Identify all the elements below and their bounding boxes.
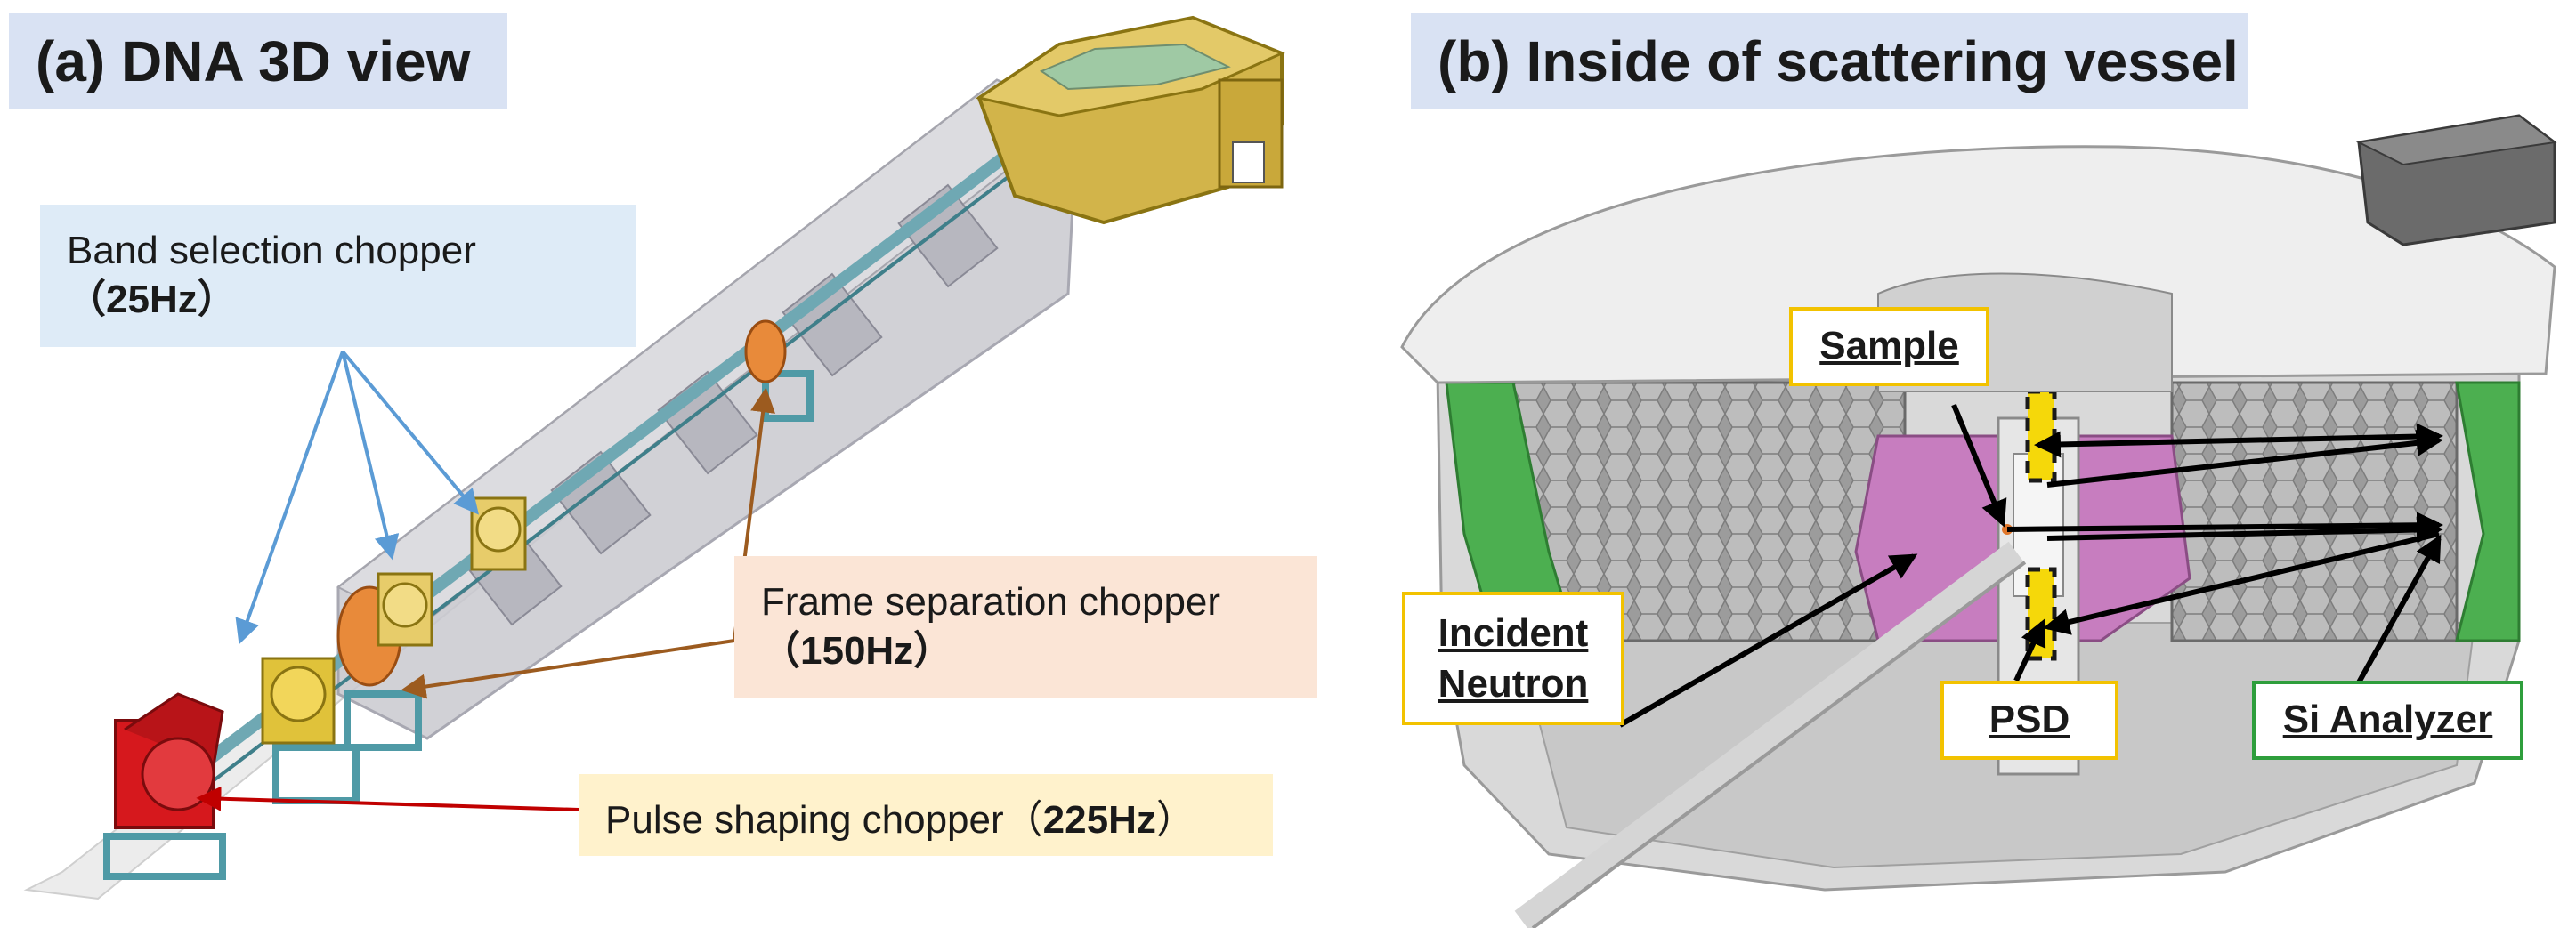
scatter-arrow [2034, 423, 2443, 458]
frame-chopper-name: Frame separation chopper [761, 580, 1221, 624]
guide-segment [897, 183, 999, 288]
frame-chopper-arrow-1 [401, 639, 735, 699]
band-chopper-2-drawing [377, 572, 433, 647]
sample-arrow [1951, 403, 2007, 528]
incident-beam-pipe [1514, 541, 2024, 928]
sample-label: Sample [1789, 307, 1989, 386]
frame-chopper-freq: （150Hz） [761, 629, 953, 673]
band-chopper-label: Band selection chopper （25Hz） [40, 205, 636, 347]
pulse-chopper-freq-open: （ [1003, 798, 1043, 842]
psd-label-text: PSD [1989, 698, 2070, 741]
scattering-vessel-drawing [976, 15, 1285, 225]
band-chopper-arrow-1 [235, 351, 344, 645]
psd-label: PSD [1940, 681, 2118, 760]
dna-instrument-drawing [23, 15, 1285, 900]
frame-chopper-2-drawing [744, 319, 787, 383]
pulse-chopper-freq-close: ） [1155, 798, 1195, 842]
scatter-arrow [2046, 429, 2443, 488]
scatter-arrow [2043, 531, 2440, 635]
pulse-chopper-arrow [196, 786, 579, 811]
band-chopper-3-drawing [470, 496, 527, 571]
incident-label-line1: Incident [1438, 611, 1589, 655]
band-chopper-arrow-3 [341, 350, 479, 515]
pulse-shaping-chopper-drawing [114, 692, 224, 829]
right-analyzer-wall [2170, 381, 2459, 642]
support-frame [103, 833, 226, 880]
psd-arrow [2013, 618, 2046, 682]
scatter-arrow [2046, 516, 2443, 544]
band-chopper-name: Band selection chopper [67, 229, 476, 272]
incident-neutron-label: Incident Neutron [1402, 592, 1624, 726]
psd-upper [2025, 389, 2057, 483]
si-analyzer-label: Si Analyzer [2252, 681, 2523, 760]
band-chopper-freq: （25Hz） [67, 278, 237, 321]
sample-label-text: Sample [1819, 324, 1959, 367]
pulse-chopper-label: Pulse shaping chopper（225Hz） [579, 774, 1273, 856]
scatter-arrow [2006, 512, 2443, 539]
band-chopper-arrow-2 [341, 351, 400, 561]
si-analyzer-label-text: Si Analyzer [2282, 698, 2493, 741]
incident-arrow [1618, 553, 1918, 728]
incident-beam-pipe-edge [1531, 561, 2027, 928]
si-analyzer-arrow [2347, 534, 2442, 700]
frame-chopper-label: Frame separation chopper （150Hz） [734, 556, 1317, 698]
scattering-vessel-cutaway [1400, 114, 2557, 928]
pulse-chopper-freq: 225Hz [1042, 798, 1156, 842]
support-frame [344, 690, 422, 751]
incident-label-line2: Neutron [1438, 662, 1589, 706]
band-chopper-1-drawing [261, 657, 336, 745]
panel-b-title: (b) Inside of scattering vessel [1411, 13, 2248, 109]
right-green-rim [2455, 381, 2521, 642]
support-frame [272, 744, 360, 804]
panel-a-title: (a) DNA 3D view [9, 13, 507, 109]
pulse-chopper-name: Pulse shaping chopper [605, 798, 1004, 842]
